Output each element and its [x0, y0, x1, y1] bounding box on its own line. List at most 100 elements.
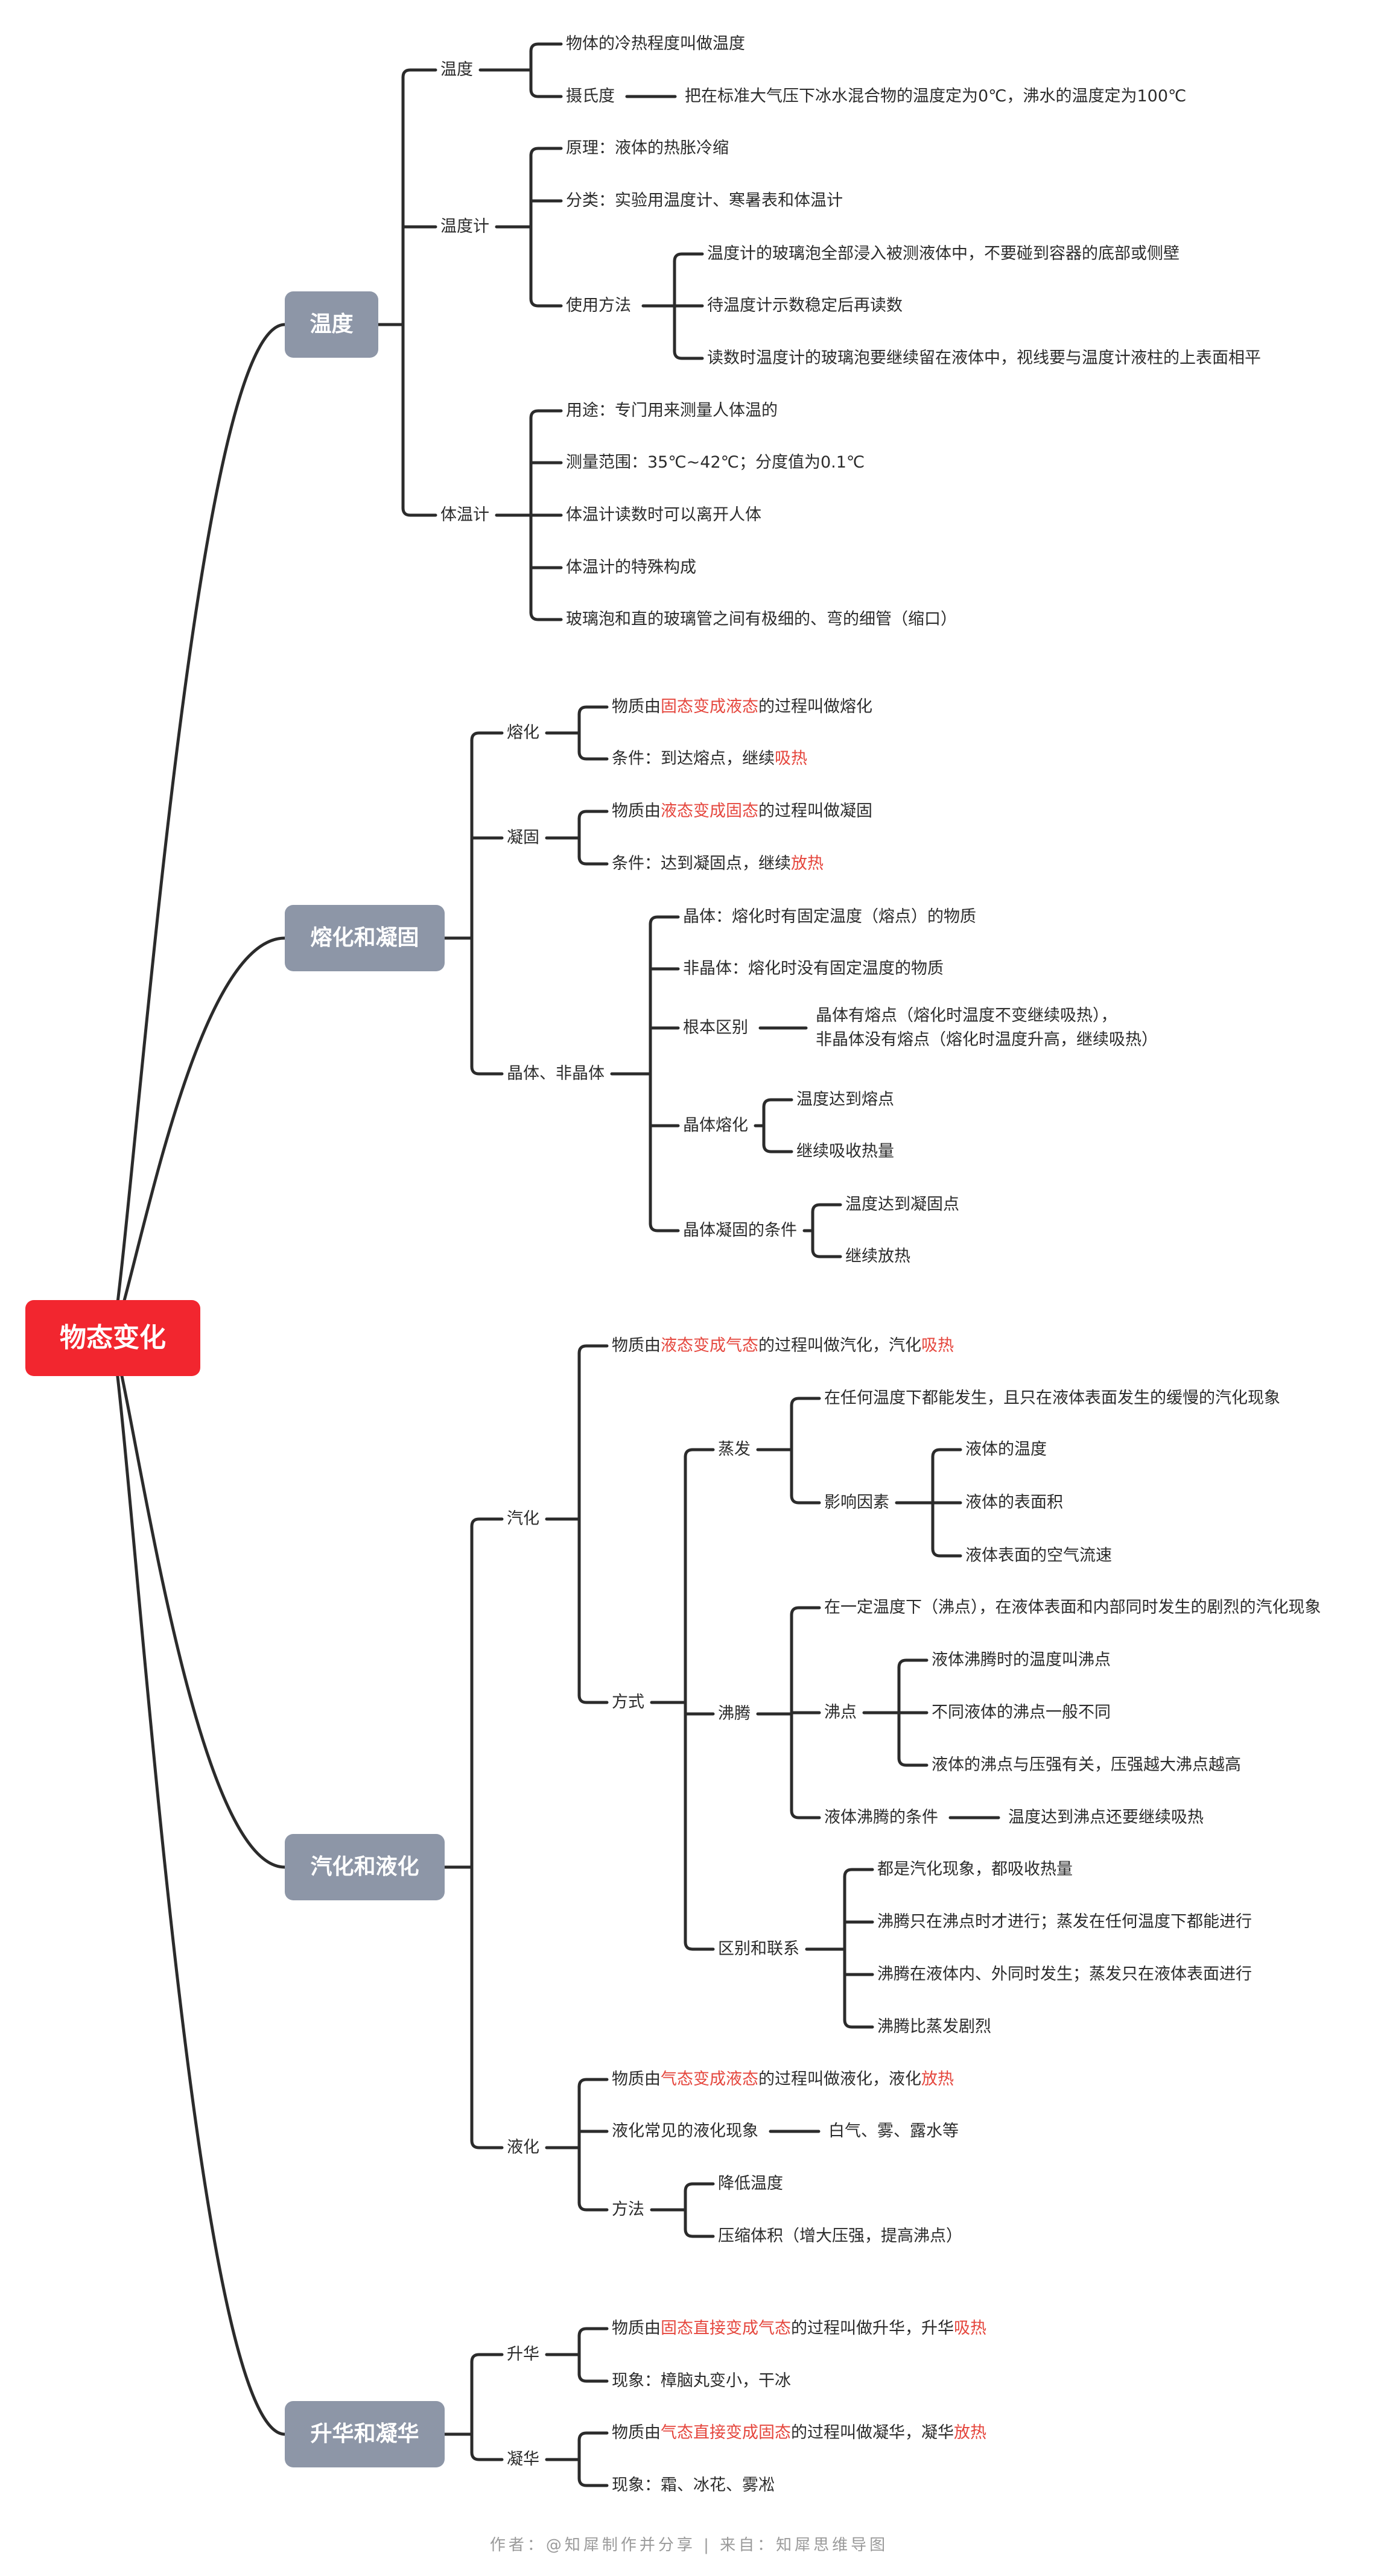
leaf-label: 物质由气态直接变成固态的过程叫做凝华，凝华放热 — [612, 2421, 986, 2445]
leaf-label: 在一定温度下（沸点），在液体表面和内部同时发生的剧烈的汽化现象 — [824, 1598, 1321, 1617]
connector-line — [577, 1344, 609, 1355]
leaf-label: 晶体：熔化时有固定温度（熔点）的物质 — [683, 907, 976, 926]
branch-label: 凝华 — [507, 2450, 539, 2469]
node-text-part: 的过程叫做液化，液化 — [758, 2070, 921, 2089]
branch-label: 液化 — [507, 2138, 539, 2157]
leaf-label: 在任何温度下都能发生，且只在液体表面发生的缓慢的汽化现象 — [824, 1389, 1280, 1407]
highlight-text: 吸热 — [775, 749, 807, 768]
leaf-label: 读数时温度计的玻璃泡要继续留在液体中，视线要与温度计液柱的上表面相平 — [707, 349, 1261, 367]
branch-label: 方法 — [612, 2200, 644, 2219]
node-text-part: 物质由 — [612, 2423, 661, 2442]
node-text-part: 条件：达到凝固点，继续 — [612, 854, 791, 873]
leaf-label: 温度计的玻璃泡全部浸入被测液体中，不要碰到容器的底部或侧壁 — [707, 244, 1180, 263]
branch-label: 温度 — [440, 60, 473, 79]
connector-line — [529, 42, 563, 53]
node-text-part: 的过程叫做升华，升华 — [791, 2319, 954, 2338]
branch-label: 温度计 — [440, 217, 489, 236]
branch-label: 沸腾 — [718, 1704, 751, 1723]
leaf-label: 温度达到凝固点 — [845, 1195, 959, 1214]
connector-line — [577, 750, 609, 761]
connector-line — [931, 1547, 962, 1558]
branch-label: 液体沸腾的条件 — [824, 1808, 938, 1827]
leaf-label: 不同液体的沸点一般不同 — [932, 1703, 1111, 1722]
branch-label: 蒸发 — [718, 1440, 751, 1459]
connector-line — [529, 147, 563, 157]
connector-line — [811, 1203, 842, 1214]
leaf-label: 物质由气态变成液态的过程叫做液化，液化放热 — [612, 2067, 954, 2092]
connector-line — [577, 855, 609, 866]
leaf-label: 玻璃泡和直的玻璃管之间有极细的、弯的细管（缩口） — [566, 610, 957, 629]
connector-line — [684, 1448, 715, 1459]
highlight-text: 吸热 — [954, 2319, 986, 2338]
highlight-text: 固态变成液态 — [661, 697, 758, 716]
branch-label: 凝固 — [507, 828, 539, 847]
leaf-label: 现象：樟脑丸变小，干冰 — [612, 2371, 791, 2390]
leaf-label: 原理：液体的热胀冷缩 — [566, 139, 729, 157]
leaf-label: 体温计读数时可以离开人体 — [566, 506, 761, 524]
leaf-label: 物质由固态变成液态的过程叫做熔化 — [612, 695, 872, 719]
node-text-part: 物质由 — [612, 2319, 661, 2338]
branch-label: 升华 — [507, 2345, 539, 2364]
connector-line — [673, 349, 704, 360]
leaf-label: 降低温度 — [718, 2174, 783, 2193]
connector-line — [577, 2201, 609, 2212]
node-text-part: 条件：到达熔点，继续 — [612, 749, 775, 768]
connector-line — [684, 1940, 715, 1951]
leaf-label: 使用方法 — [566, 296, 631, 315]
connector-line — [529, 409, 563, 420]
node-text-part: 物质由 — [612, 2070, 661, 2089]
connector-line — [470, 2139, 504, 2149]
connector-line — [470, 1517, 504, 1528]
connector-line — [577, 2476, 609, 2487]
connector-line — [577, 2431, 609, 2442]
leaf-label: 条件：达到凝固点，继续放热 — [612, 852, 824, 876]
connector-line — [577, 810, 609, 820]
connector-line — [529, 297, 563, 308]
connector-line — [897, 1756, 929, 1767]
leaf-label: 摄氏度 — [566, 87, 615, 106]
leaf-label: 沸腾比蒸发剧烈 — [877, 2017, 991, 2036]
connector-line — [811, 1248, 842, 1258]
connector-line — [790, 1809, 821, 1819]
branch-label: 沸点 — [824, 1703, 857, 1722]
connector-line — [111, 1336, 287, 2436]
leaf-label: 液体沸腾时的温度叫沸点 — [932, 1651, 1111, 1669]
node-text-part: 的过程叫做熔化 — [758, 697, 872, 716]
leaf-label: 物质由固态直接变成气态的过程叫做升华，升华吸热 — [612, 2317, 986, 2341]
leaf-label: 条件：到达熔点，继续吸热 — [612, 747, 807, 771]
leaf-label: 用途：专门用来测量人体温的 — [566, 401, 778, 420]
connector-line — [790, 1606, 821, 1617]
category-node: 熔化和凝固 — [285, 905, 445, 971]
leaf-label: 沸腾只在沸点时才进行；蒸发在任何温度下都能进行 — [877, 1912, 1252, 1931]
highlight-text: 液态变成气态 — [661, 1336, 758, 1355]
connector-line — [577, 1693, 609, 1704]
connector-line — [401, 68, 437, 79]
leaf-label: 物质由液态变成固态的过程叫做凝固 — [612, 799, 872, 823]
highlight-text: 气态变成液态 — [661, 2070, 758, 2089]
connector-line — [470, 2353, 504, 2364]
leaf-label: 沸腾在液体内、外同时发生；蒸发只在液体表面进行 — [877, 1965, 1252, 1984]
leaf-label: 继续吸收热量 — [796, 1142, 894, 1161]
highlight-text: 吸热 — [921, 1336, 954, 1355]
leaf-label: 温度达到熔点 — [796, 1090, 894, 1109]
highlight-text: 放热 — [954, 2423, 986, 2442]
leaf-label: 待温度计示数稳定后再读数 — [707, 296, 903, 315]
leaf-label: 白气、雾、露水等 — [828, 2122, 959, 2140]
node-text-part: 物质由 — [612, 1336, 661, 1355]
connector-line — [111, 1336, 287, 1869]
leaf-label: 测量范围：35℃~42℃；分度值为0.1℃ — [566, 453, 865, 472]
leaf-label: 液体的温度 — [965, 1440, 1047, 1459]
leaf-label: 晶体熔化 — [683, 1116, 748, 1135]
connector-line — [673, 252, 704, 263]
category-node: 汽化和液化 — [285, 1834, 445, 1900]
node-text-part: 物质由 — [612, 802, 661, 820]
connector-line — [577, 2078, 609, 2089]
leaf-label: 液体的沸点与压强有关，压强越大沸点越高 — [932, 1756, 1241, 1774]
connector-line — [111, 323, 287, 1340]
highlight-text: 放热 — [791, 854, 824, 873]
leaf-label: 压缩体积（增大压强，提高沸点） — [718, 2227, 962, 2245]
connector-line — [529, 611, 563, 621]
connector-line — [843, 1868, 874, 1879]
leaf-label: 分类：实验用温度计、寒暑表和体温计 — [566, 191, 843, 210]
connector-line — [684, 2182, 715, 2193]
